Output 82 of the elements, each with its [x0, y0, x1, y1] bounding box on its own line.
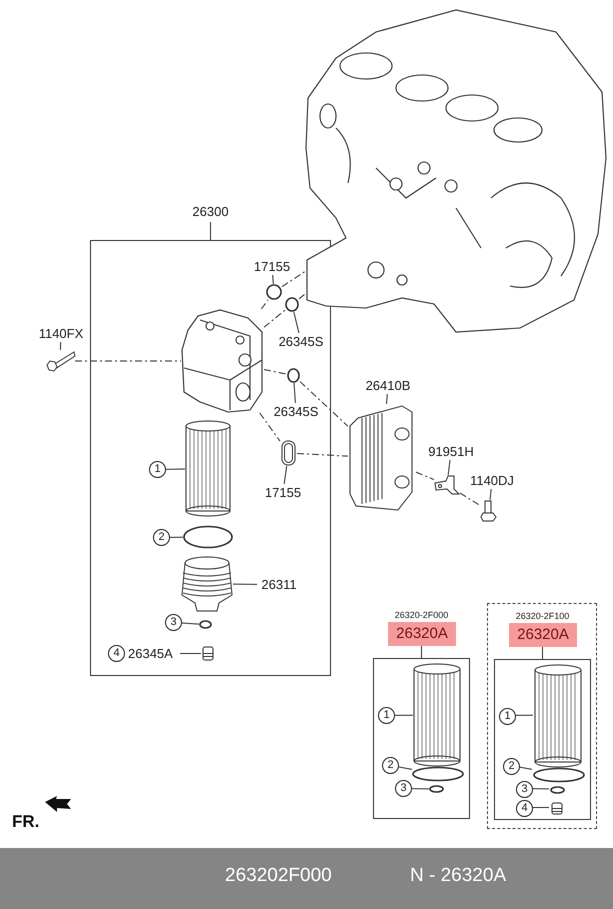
- o-ring-drawing: [429, 785, 444, 793]
- leader-line: [272, 274, 274, 284]
- leader-line: [448, 460, 450, 476]
- leader-line: [294, 382, 296, 404]
- engine-block-drawing: [306, 8, 608, 334]
- assembly-line: [296, 452, 348, 457]
- leader-line: [293, 312, 300, 334]
- leader-line: [532, 788, 550, 790]
- gasket-drawing: [280, 440, 297, 466]
- filter-element-drawing: [534, 664, 582, 768]
- part-number: 26311: [257, 576, 301, 593]
- part-number: 26300: [191, 203, 230, 220]
- assembly-line: [416, 472, 434, 480]
- filter-cap-drawing: [181, 555, 233, 613]
- o-ring-drawing: [550, 786, 565, 794]
- part-number: 26410B: [362, 377, 414, 394]
- o-ring-drawing: [287, 368, 300, 383]
- assembly-line: [460, 492, 480, 506]
- bolt-drawing: [480, 500, 498, 522]
- bolt-drawing: [45, 350, 75, 372]
- callout-number: 2: [382, 757, 399, 774]
- callout-number: 2: [503, 758, 520, 775]
- dashed-frame: [487, 603, 597, 829]
- leader-line: [514, 714, 534, 716]
- o-ring-drawing: [285, 297, 299, 312]
- part-number: 26345S: [275, 333, 327, 350]
- filter-housing-drawing: [181, 309, 264, 413]
- leader-line: [398, 766, 412, 770]
- part-number: 26345S: [270, 403, 322, 420]
- drain-plug-drawing: [550, 801, 564, 816]
- filter-element-drawing: [185, 420, 231, 517]
- bracket-drawing: [434, 475, 460, 495]
- leader-line: [412, 788, 430, 790]
- leader-line: [386, 394, 388, 404]
- leader-line: [180, 653, 202, 654]
- assembly-line: [298, 292, 306, 300]
- callout-number: 3: [516, 781, 533, 798]
- part-number: 17155: [252, 258, 292, 275]
- callout-number: 2: [153, 529, 170, 546]
- assembly-line: [264, 310, 286, 328]
- leader-line: [60, 342, 62, 350]
- callout-number: 1: [499, 708, 516, 725]
- o-ring-drawing: [533, 767, 585, 783]
- part-number: 91951H: [425, 443, 477, 460]
- drain-plug-drawing: [201, 645, 215, 662]
- part-number: 1140DJ: [468, 472, 516, 489]
- part-number: 26345A: [128, 645, 173, 662]
- callout-number: 4: [516, 800, 533, 817]
- callout-number: 3: [395, 780, 412, 797]
- label-text: FR.: [12, 812, 40, 832]
- part-number: 26320A: [388, 622, 456, 646]
- leader-line: [394, 714, 414, 716]
- part-number: 26320-2F000: [394, 610, 450, 621]
- filter-element-drawing: [413, 663, 461, 767]
- leader-line: [182, 622, 200, 625]
- part-number: 26320A: [509, 623, 577, 647]
- assembly-line: [259, 412, 280, 442]
- leader-line: [532, 807, 550, 808]
- o-ring-drawing: [266, 284, 282, 300]
- leader-line: [166, 468, 186, 470]
- assembly-line: [282, 270, 306, 288]
- callout-number: 1: [149, 461, 166, 478]
- o-ring-drawing: [183, 525, 233, 549]
- part-number: 26320-2F100: [514, 611, 570, 622]
- leader-line: [232, 584, 258, 585]
- leader-line: [490, 488, 492, 500]
- assembly-line: [260, 300, 269, 310]
- assembly-line: [300, 381, 348, 427]
- label-text: 263202F000: [225, 865, 332, 887]
- part-number: 1140FX: [35, 325, 87, 342]
- leader-line: [518, 766, 532, 770]
- assembly-line: [74, 360, 182, 362]
- callout-number: 1: [378, 707, 395, 724]
- label-text: N - 26320A: [410, 865, 506, 887]
- assembly-line: [264, 368, 288, 375]
- leader-line: [170, 536, 184, 538]
- callout-number: 4: [108, 645, 125, 662]
- leader-line: [284, 466, 288, 484]
- callout-number: 3: [165, 614, 182, 631]
- o-ring-drawing: [199, 620, 212, 629]
- part-number: 17155: [263, 484, 303, 501]
- o-ring-drawing: [412, 766, 464, 782]
